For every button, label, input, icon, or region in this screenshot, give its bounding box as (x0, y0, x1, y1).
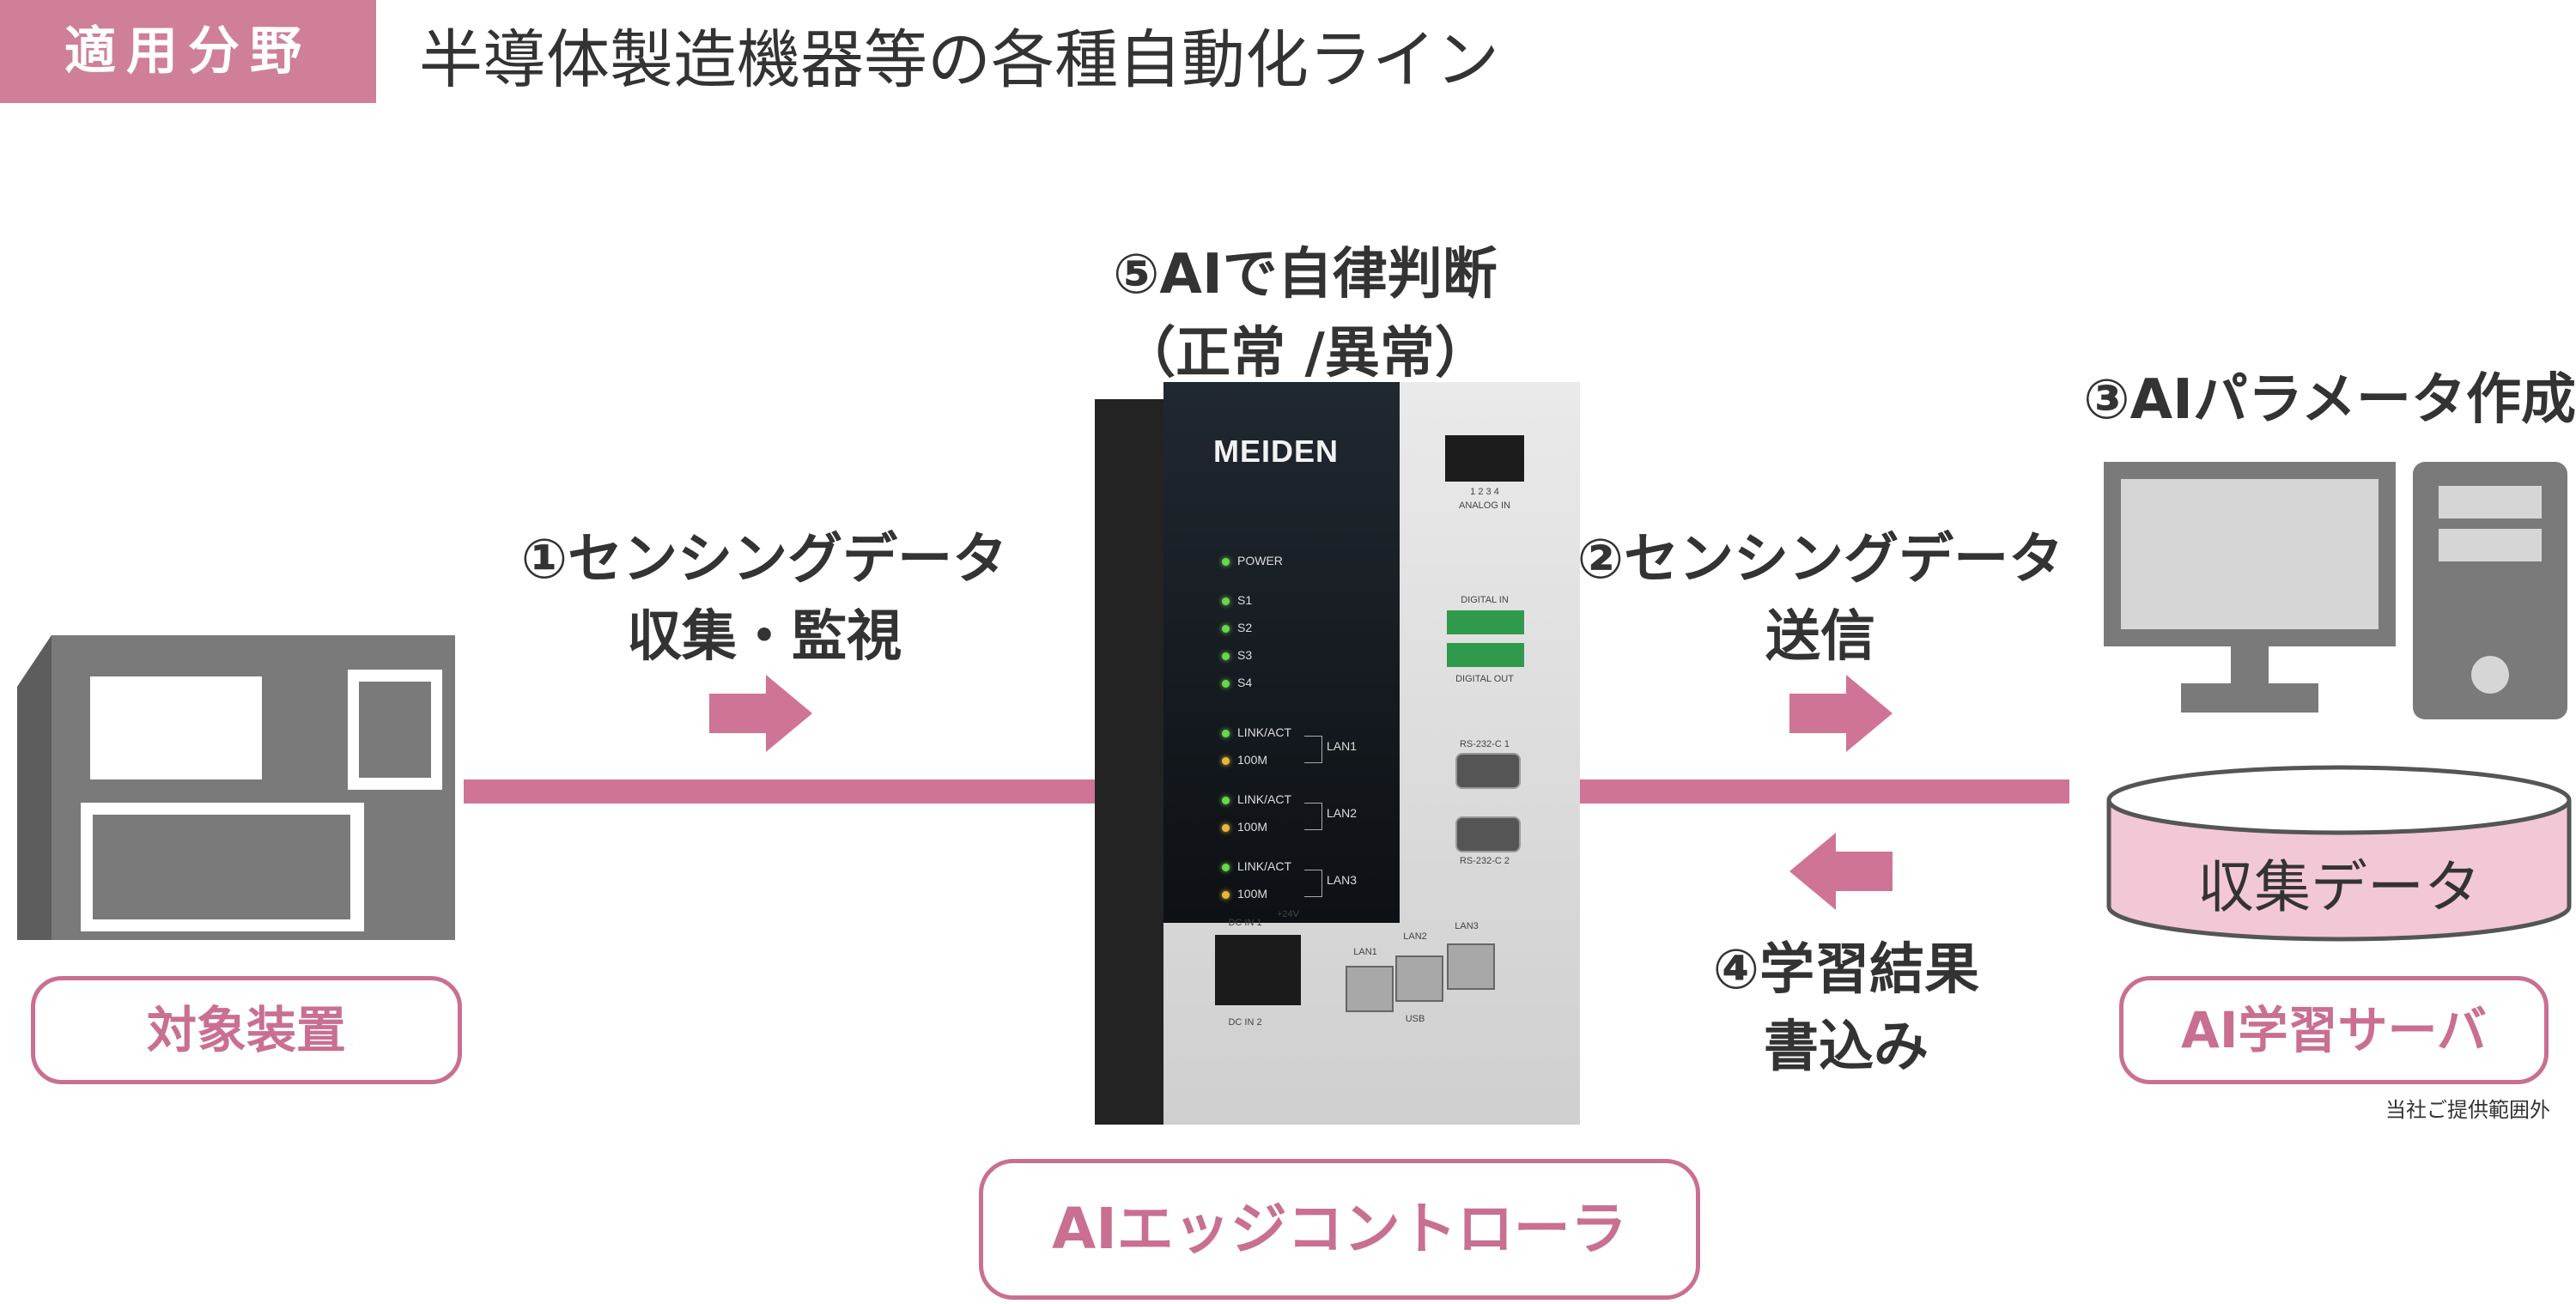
rs232-1-label: RS-232-C 1 (1459, 739, 1510, 749)
digital-out-connector (1447, 643, 1524, 667)
page-title: 半導体製造機器等の各種自動化ライン (419, 23, 1499, 97)
led-s2: S2 (1222, 621, 1252, 634)
rs232-1-connector (1455, 753, 1521, 789)
led-power: POWER (1222, 554, 1283, 567)
dc-in-connector (1215, 935, 1301, 1005)
led-s1: S1 (1222, 593, 1252, 607)
left-connection-line (464, 779, 1108, 804)
lan2-led-label: LAN2 (1327, 806, 1358, 820)
led-lan1-100m: 100M (1222, 753, 1267, 767)
lan1-port (1346, 966, 1394, 1012)
step1-text-line2: 収集・監視 (627, 605, 902, 669)
dc-in-2-label: DC IN 2 (1228, 1017, 1262, 1028)
analog-in-numbers: 1 2 3 4 (1470, 487, 1499, 497)
rs232-2-connector (1455, 816, 1521, 852)
target-equipment-label: 対象装置 (31, 976, 462, 1084)
step4-arrow-icon (1789, 833, 1893, 913)
step3-text: ③AIパラメータ作成 (2083, 368, 2576, 432)
port-lan3-label: LAN3 (1455, 921, 1479, 931)
database-icon (2105, 762, 2573, 946)
out-of-scope-note: 当社ご提供範囲外 (2385, 1098, 2550, 1122)
step2-text-line2: 送信 (1765, 605, 1875, 669)
led-lan3-100m: 100M (1222, 887, 1267, 901)
brand-logo: MEIDEN (1213, 434, 1340, 469)
monitor-icon (2104, 462, 2396, 723)
lan2-port (1395, 955, 1443, 1002)
led-lan1-link: LINK/ACT (1222, 725, 1291, 739)
step2-text-line1: ②センシングデータ (1577, 528, 2064, 591)
dc-in-1-label: DC IN 1 (1228, 918, 1262, 928)
digital-in-connector (1447, 610, 1524, 634)
database-label: 収集データ (2197, 854, 2481, 920)
field-tag: 適用分野 (0, 0, 376, 103)
port-lan2-label: LAN2 (1403, 931, 1427, 942)
step4-text-line1: ④学習結果 (1712, 938, 1980, 1002)
analog-in-connector (1445, 435, 1524, 482)
led-s4: S4 (1222, 676, 1252, 689)
lan1-led-label: LAN1 (1327, 739, 1358, 753)
led-s3: S3 (1222, 648, 1252, 662)
step1-text-line1: ①センシングデータ (520, 528, 1008, 591)
led-lan2-link: LINK/ACT (1222, 792, 1291, 806)
analog-in-label: ANALOG IN (1459, 500, 1510, 511)
step4-text-line2: 書込み (1764, 1016, 1929, 1079)
led-lan3-label: LAN3 (1327, 873, 1358, 887)
led-panel: MEIDEN POWER S1 S2 S3 S4 LINK/ACT 100M L… (1163, 382, 1400, 923)
step5-text-line1: ⑤AIで自律判断 (1113, 243, 1498, 306)
digital-out-label: DIGITAL OUT (1455, 674, 1514, 684)
right-connection-line (1571, 779, 2069, 804)
step2-arrow-icon (1789, 675, 1893, 755)
rs232-2-label: RS-232-C 2 (1459, 856, 1510, 866)
ai-server-label: AI学習サーバ (2119, 976, 2549, 1084)
usb-label: USB (1405, 1014, 1425, 1024)
digital-in-label: DIGITAL IN (1461, 595, 1509, 605)
step1-arrow-icon (709, 675, 812, 755)
led-lan2-100m: 100M (1222, 820, 1267, 834)
ai-edge-controller-label: AIエッジコントローラ (979, 1159, 1700, 1300)
led-lan3-link: LINK/ACT (1222, 859, 1291, 873)
tower-pc-icon (2413, 462, 2567, 723)
ai-edge-controller-device: MEIDEN POWER S1 S2 S3 S4 LINK/ACT 100M L… (1095, 382, 1580, 1125)
target-equipment-icon (0, 635, 481, 944)
step5-text-line2: （正常 /異常） (1121, 322, 1490, 385)
port-lan1-label: LAN1 (1353, 947, 1377, 957)
plus24v-label: +24V (1277, 909, 1299, 919)
lan3-port (1447, 943, 1495, 990)
